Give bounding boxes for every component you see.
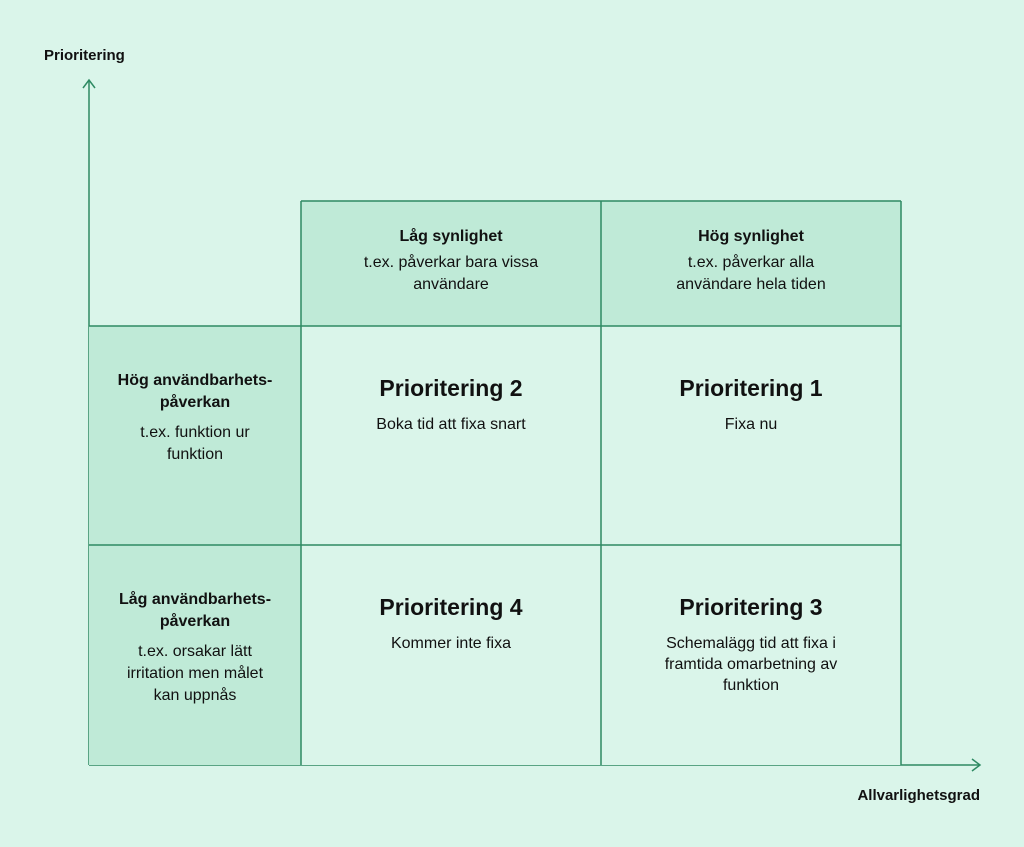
x-axis-arrowhead [971,758,982,772]
priority-cell-3: Prioritering 3 Schemalägg tid att fixa i… [601,545,901,765]
priority-action: Boka tid att fixa snart [376,416,526,433]
row-header-high-usability-impact: Hög användbarhets-påverkan t.ex. funktio… [89,326,301,545]
column-header-subtitle: t.ex. påverkar alla användare hela tiden [676,253,826,293]
priority-title: Prioritering 3 [679,594,823,620]
row-header-title: Låg användbarhets-påverkan [118,591,272,630]
row-header-subtitle: t.ex. orsakar lätt irritation men målet … [126,643,264,704]
row-header-subtitle: t.ex. funktion ur funktion [140,424,250,463]
column-header-subtitle: t.ex. påverkar bara vissa användare [363,253,539,293]
row-header-low-usability-impact: Låg användbarhets-påverkan t.ex. orsakar… [89,545,301,765]
column-header-title: Hög synlighet [698,227,804,245]
priority-action: Fixa nu [724,416,778,433]
priority-title: Prioritering 2 [379,375,523,401]
priority-action: Kommer inte fixa [390,635,512,652]
priority-cell-2: Prioritering 2 Boka tid att fixa snart [301,326,601,545]
priority-action: Schemalägg tid att fixa i framtida omarb… [664,635,838,694]
priority-title: Prioritering 4 [379,594,523,620]
priority-title: Prioritering 1 [679,375,823,401]
y-axis-arrowhead [82,78,96,89]
y-axis-label: Prioritering [44,47,125,64]
row-header-title: Hög användbarhets-påverkan [117,372,273,411]
x-axis-label: Allvarlighetsgrad [857,787,980,804]
column-header-high-visibility: Hög synlighet t.ex. påverkar alla använd… [601,201,901,326]
priority-cell-4: Prioritering 4 Kommer inte fixa [301,545,601,765]
priority-cell-1: Prioritering 1 Fixa nu [601,326,901,545]
column-header-title: Låg synlighet [399,227,503,245]
column-header-low-visibility: Låg synlighet t.ex. påverkar bara vissa … [301,201,601,326]
